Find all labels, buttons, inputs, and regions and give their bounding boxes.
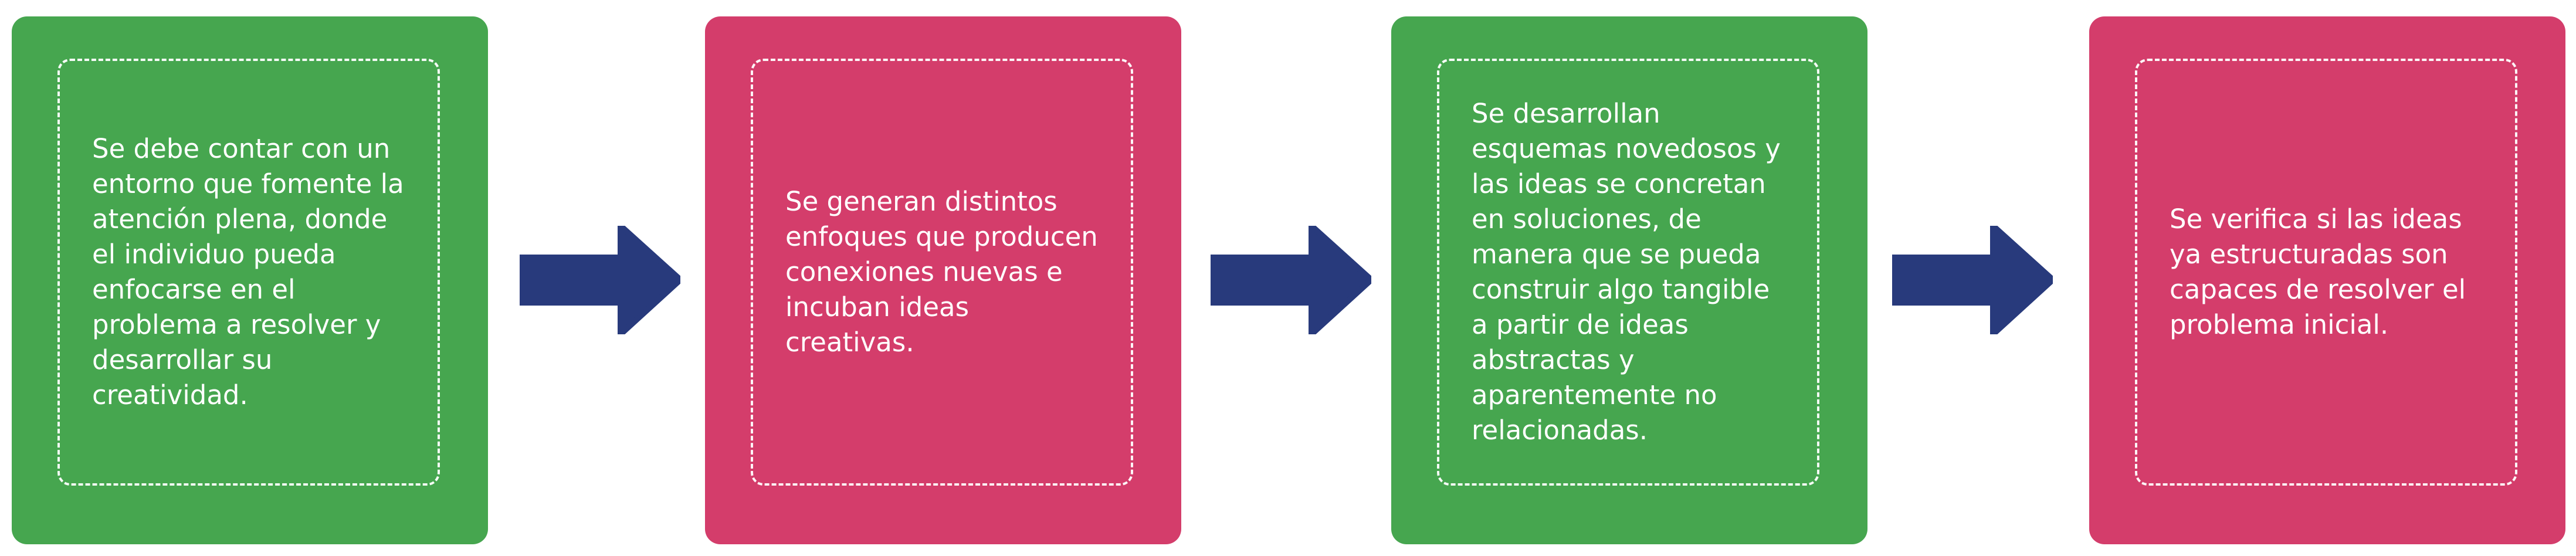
step-4-box: Se verifica si las ideas ya estructurada… xyxy=(2089,16,2565,544)
step-4-text: Se verifica si las ideas ya estructurada… xyxy=(2170,204,2466,340)
right-arrow-icon xyxy=(1892,226,2053,334)
step-4-frame: Se verifica si las ideas ya estructurada… xyxy=(2135,59,2517,486)
step-1-box: Se debe contar con un entorno que foment… xyxy=(12,16,488,544)
step-2-frame: Se generan distintos enfoques que produc… xyxy=(751,59,1133,486)
step-2-box: Se generan distintos enfoques que produc… xyxy=(705,16,1181,544)
step-1-frame: Se debe contar con un entorno que foment… xyxy=(57,59,440,486)
right-arrow-icon xyxy=(1211,226,1371,334)
step-3-frame: Se desarrollan esquemas novedosos y las … xyxy=(1437,59,1819,486)
step-2-text: Se generan distintos enfoques que produc… xyxy=(785,186,1098,358)
step-3-box: Se desarrollan esquemas novedosos y las … xyxy=(1391,16,1867,544)
right-arrow-icon xyxy=(520,226,680,334)
step-1-text: Se debe contar con un entorno que foment… xyxy=(92,133,404,411)
step-3-text: Se desarrollan esquemas novedosos y las … xyxy=(1472,98,1781,446)
